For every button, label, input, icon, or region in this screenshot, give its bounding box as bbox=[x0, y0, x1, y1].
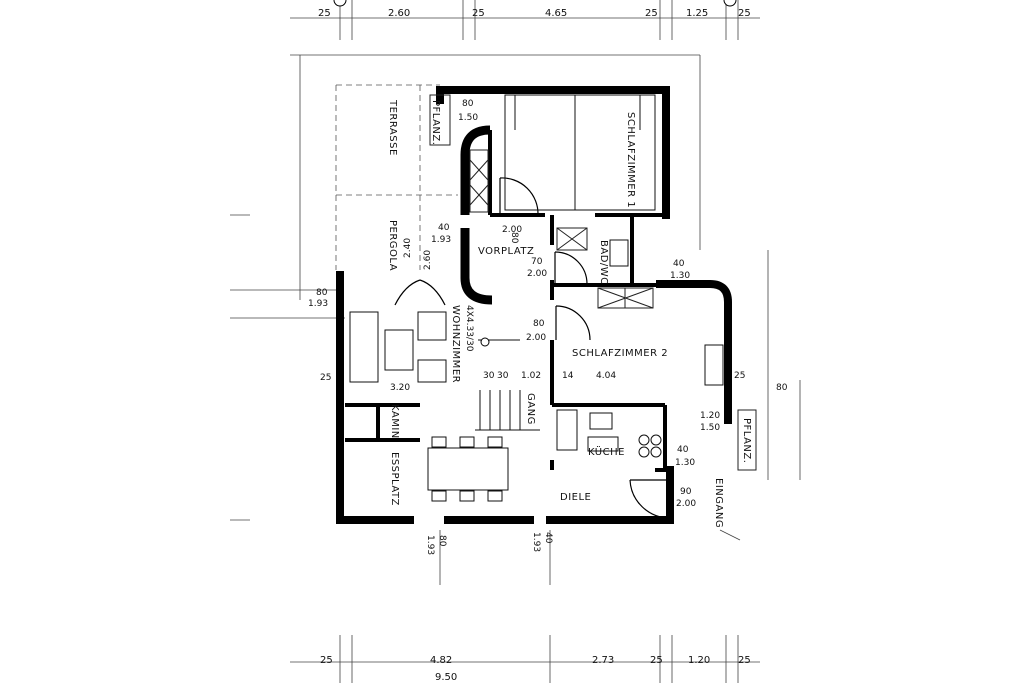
dim-pergola-win-h: 1.93 bbox=[431, 235, 451, 245]
curved-walls bbox=[460, 125, 493, 305]
dim-kue-vent-w: 40 bbox=[677, 445, 689, 455]
dimensions-top: 25 2.60 25 4.65 25 1.25 25 bbox=[318, 8, 751, 19]
dim-entry-door-w: 90 bbox=[680, 487, 692, 497]
dim-pergola-win-w: 40 bbox=[438, 223, 450, 233]
room-label-pflanz-top: PFLANZ. bbox=[430, 100, 441, 145]
dim-sz2-right-h: 80 bbox=[776, 383, 788, 393]
furniture bbox=[349, 94, 724, 502]
room-label-diele: DIELE bbox=[560, 492, 591, 503]
dim-vorplatz-door-h: 2.00 bbox=[502, 225, 522, 235]
dim-bottom-l-w: 1.93 bbox=[425, 535, 435, 555]
dim-top-3: 4.65 bbox=[545, 8, 567, 19]
dim-bottom-r-w: 1.93 bbox=[531, 532, 541, 552]
dim-bottom-1: 4.82 bbox=[430, 655, 452, 666]
dim-sz2-right-w: 25 bbox=[734, 371, 745, 381]
dim-bottom-4: 1.20 bbox=[688, 655, 710, 666]
room-label-pergola: PERGOLA bbox=[387, 220, 398, 271]
dim-wz-320: 3.20 bbox=[390, 383, 410, 393]
dim-kue-win-w: 1.20 bbox=[700, 411, 720, 421]
dim-left-win-h: 1.93 bbox=[308, 299, 328, 309]
dim-sz2-door-w: 80 bbox=[533, 319, 545, 329]
dim-pergola-w1: 2.40 bbox=[403, 238, 413, 258]
dim-bottom-0: 25 bbox=[320, 655, 333, 666]
room-label-vorplatz: VORPLATZ bbox=[478, 246, 534, 257]
exterior-walls bbox=[336, 86, 732, 524]
stair-lines bbox=[475, 339, 540, 431]
dim-sz2-14: 14 bbox=[562, 371, 574, 381]
planter-outlines bbox=[429, 94, 757, 471]
room-label-eingang: EINGANG bbox=[713, 478, 724, 528]
dimension-grid bbox=[230, 0, 801, 683]
dim-top-2: 25 bbox=[472, 8, 485, 19]
interior-walls bbox=[345, 130, 670, 472]
dim-top-4: 25 bbox=[645, 8, 658, 19]
dim-top-1: 2.60 bbox=[388, 8, 410, 19]
dim-bad-door-w: 70 bbox=[531, 257, 543, 267]
door-swings bbox=[394, 177, 671, 519]
dim-left-win-w: 80 bbox=[316, 288, 328, 298]
dim-top-5: 1.25 bbox=[686, 8, 708, 19]
room-label-schlafzimmer1: SCHLAFZIMMER 1 bbox=[625, 112, 636, 208]
room-label-schlafzimmer2: SCHLAFZIMMER 2 bbox=[572, 348, 668, 359]
dim-sz2-door-h: 2.00 bbox=[526, 333, 546, 343]
room-label-essplatz: ESSPLATZ bbox=[389, 452, 400, 506]
hatched-walls bbox=[469, 149, 654, 309]
room-label-pflanz-right: PFLANZ. bbox=[741, 418, 752, 463]
dim-total: 9.50 bbox=[435, 672, 457, 683]
room-label-kamin: KAMIN bbox=[389, 404, 400, 439]
dim-pflanz-top-w: 80 bbox=[462, 99, 474, 109]
opening-dimensions: 80 1.50 40 1.93 80 2.00 70 2.00 40 1.30 … bbox=[308, 99, 788, 555]
room-label-wohnzimmer-area: 4X4.33/30 bbox=[464, 305, 474, 352]
room-label-bad-wc: BAD/WC bbox=[598, 240, 609, 285]
dim-vorplatz-door-w: 80 bbox=[509, 232, 519, 244]
terrace-outline bbox=[335, 84, 458, 270]
room-label-gang: GANG bbox=[525, 393, 536, 425]
dim-kue-win-h: 1.50 bbox=[700, 423, 720, 433]
dim-top-0: 25 bbox=[318, 8, 331, 19]
dim-kue-vent-h: 1.30 bbox=[675, 458, 695, 468]
dim-bottom-3: 25 bbox=[650, 655, 663, 666]
level-markers bbox=[333, 0, 737, 347]
dim-pflanz-top-h: 1.50 bbox=[458, 113, 478, 123]
dim-top-6: 25 bbox=[738, 8, 751, 19]
dim-bottom-5: 25 bbox=[738, 655, 751, 666]
dim-bottom-r-h: 40 bbox=[543, 532, 553, 544]
dim-bad-win-w: 40 bbox=[673, 259, 685, 269]
dim-bottom-l-h: 80 bbox=[437, 535, 447, 547]
room-label-terrasse: TERRASSE bbox=[387, 99, 398, 156]
room-labels: TERRASSE PFLANZ. SCHLAFZIMMER 1 PERGOLA … bbox=[387, 99, 752, 528]
dim-left-25: 25 bbox=[320, 373, 331, 383]
dim-wz-30a: 30 bbox=[483, 371, 495, 381]
dim-bottom-2: 2.73 bbox=[592, 655, 614, 666]
room-label-wohnzimmer: WOHNZIMMER bbox=[450, 305, 461, 383]
dim-sz2-404: 4.04 bbox=[596, 371, 616, 381]
room-label-kueche: KÜCHE bbox=[588, 445, 625, 458]
dim-bad-door-h: 2.00 bbox=[527, 269, 547, 279]
dim-entry-door-h: 2.00 bbox=[676, 499, 696, 509]
dim-wz-30b: 30 bbox=[497, 371, 509, 381]
dim-wz-102: 1.02 bbox=[521, 371, 541, 381]
dim-pergola-w2: 2.60 bbox=[423, 250, 433, 270]
dimensions-bottom: 25 4.82 2.73 25 1.20 25 9.50 bbox=[320, 655, 751, 683]
dim-bad-win-h: 1.30 bbox=[670, 271, 690, 281]
interior-dimensions: 25 3.20 30 30 1.02 14 4.04 bbox=[320, 371, 616, 393]
